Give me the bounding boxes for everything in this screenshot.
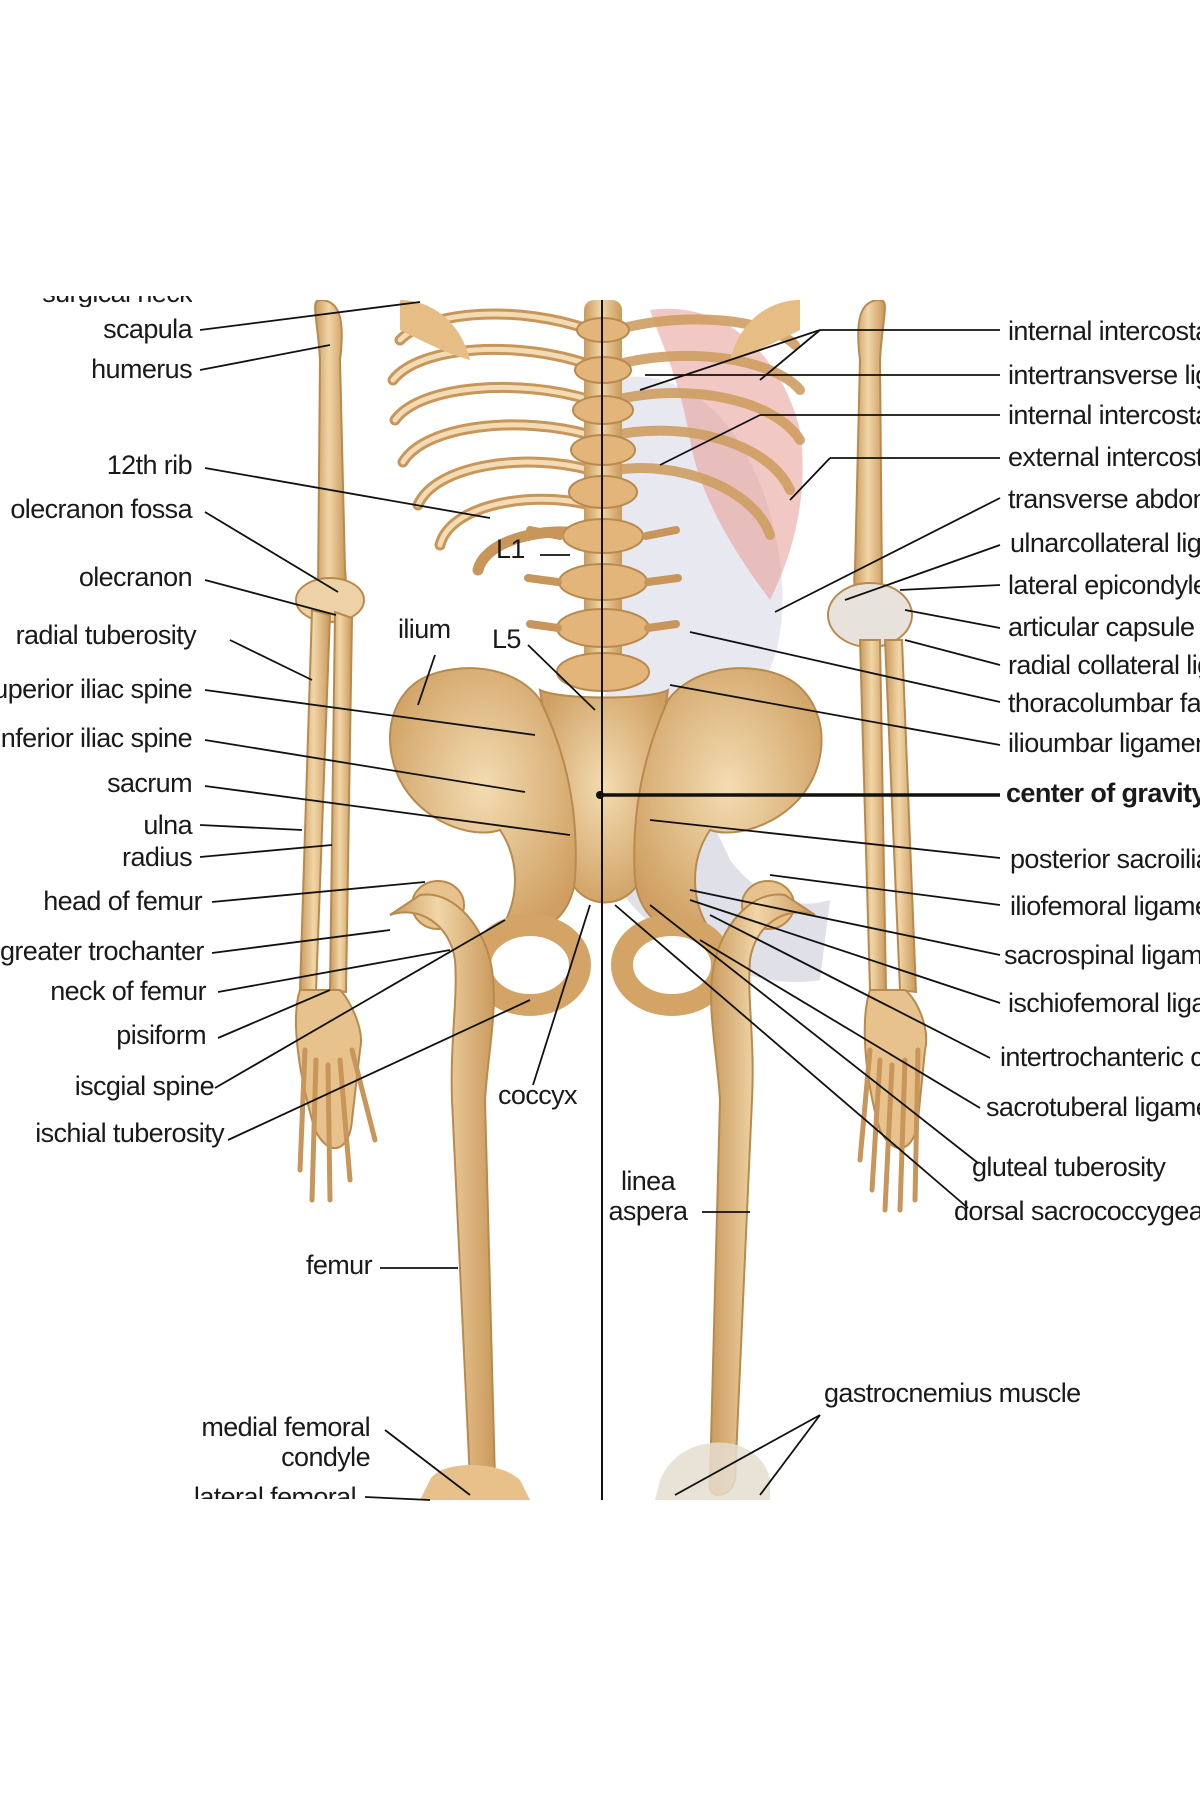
- label-medial-femoral-condyle: medial femoral condyle: [201, 1412, 370, 1472]
- label-sacrum: sacrum: [107, 768, 193, 798]
- label-articular-capsule: articular capsule: [1008, 612, 1195, 642]
- label-transverse-abdominis: transverse abdomi: [1008, 484, 1200, 514]
- label-radial-collateral-ligament: radial collateral liga: [1008, 650, 1200, 680]
- label-olecranon: olecranon: [78, 562, 193, 592]
- label-inferior-iliac-spine: r inferior iliac spine: [0, 723, 193, 753]
- label-surgical-neck: surgical neck: [20, 296, 192, 307]
- label-sacrotuberal-ligament: sacrotuberal ligamer: [986, 1092, 1200, 1122]
- label-lateral-epicondyle: lateral epicondyle: [1008, 570, 1200, 600]
- label-iliolumbar-ligament: ilioumbar ligament: [1008, 728, 1200, 758]
- label-neck-of-femur: neck of femur: [50, 976, 206, 1006]
- leader-lines: [199, 301, 1001, 1501]
- label-superior-iliac-spine: superior iliac spine: [0, 674, 193, 704]
- label-sacrospinal-ligament: sacrospinal ligame: [1004, 940, 1200, 970]
- label-head-of-femur: head of femur: [43, 886, 202, 916]
- label-iliofemoral-ligament: iliofemoral ligamer: [1010, 891, 1200, 921]
- label-linea-aspera: linea aspera: [608, 1166, 689, 1226]
- label-dorsal-sacrococcygeal-ligament: dorsal sacrococcygeal li: [954, 1196, 1200, 1226]
- label-femur: femur: [305, 1250, 373, 1280]
- label-intertransverse-ligament: intertransverse liga: [1008, 360, 1200, 390]
- label-gluteal-tuberosity: gluteal tuberosity: [972, 1152, 1166, 1182]
- right-obturator: [611, 914, 733, 1016]
- label-l1: L1: [496, 534, 525, 564]
- label-internal-intercostal-upper: internal intercostal: [1008, 316, 1200, 346]
- label-humerus: humerus: [91, 354, 192, 384]
- left-scapula: [400, 300, 470, 360]
- label-internal-intercostal-lower: internal intercostal: [1008, 400, 1200, 430]
- left-femur: [389, 880, 530, 1500]
- label-coccyx: coccyx: [498, 1080, 578, 1110]
- vertebral-column: [524, 300, 682, 692]
- right-arm: [827, 298, 928, 1213]
- label-12th-rib: 12th rib: [106, 450, 193, 480]
- label-posterior-sacroiliac: posterior sacroiliac: [1010, 844, 1200, 874]
- label-iscgial-spine: iscgial spine: [74, 1071, 215, 1101]
- right-femur: [655, 880, 816, 1500]
- right-ilium: [633, 667, 823, 934]
- bottom-whitespace: [0, 1500, 1200, 1800]
- right-scapula: [730, 300, 800, 360]
- left-obturator: [469, 914, 591, 1016]
- label-ulnar-collateral-ligament: ulnarcollateral ligar: [1010, 528, 1200, 558]
- top-whitespace: [0, 0, 1200, 300]
- label-ilium: ilium: [398, 614, 451, 644]
- label-greater-trochanter: greater trochanter: [0, 936, 204, 966]
- label-thoracolumbar-fascia: thoracolumbar fas: [1008, 688, 1200, 718]
- label-external-intercostal: external intercosta: [1008, 442, 1200, 472]
- label-ulna: ulna: [143, 810, 192, 840]
- label-radius: radius: [122, 842, 193, 872]
- label-center-of-gravity: center of gravity: [1006, 778, 1200, 808]
- label-pisiform: pisiform: [116, 1020, 206, 1050]
- label-radial-tuberosity: radial tuberosity: [15, 620, 197, 650]
- label-l5: L5: [492, 624, 521, 654]
- label-scapula: scapula: [103, 314, 192, 344]
- label-olecranon-fossa: olecranon fossa: [10, 494, 192, 524]
- label-intertrochanteric-crest: intertrochanteric cre: [1000, 1042, 1200, 1072]
- label-ischiofemoral-ligament: ischiofemoral ligan: [1008, 988, 1200, 1018]
- left-arm: [295, 298, 378, 1203]
- label-ischial-tuberosity: ischial tuberosity: [35, 1118, 224, 1148]
- label-gastrocnemius-muscle: gastrocnemius muscle: [824, 1378, 1081, 1408]
- label-lateral-femoral: lateral femoral: [193, 1482, 356, 1512]
